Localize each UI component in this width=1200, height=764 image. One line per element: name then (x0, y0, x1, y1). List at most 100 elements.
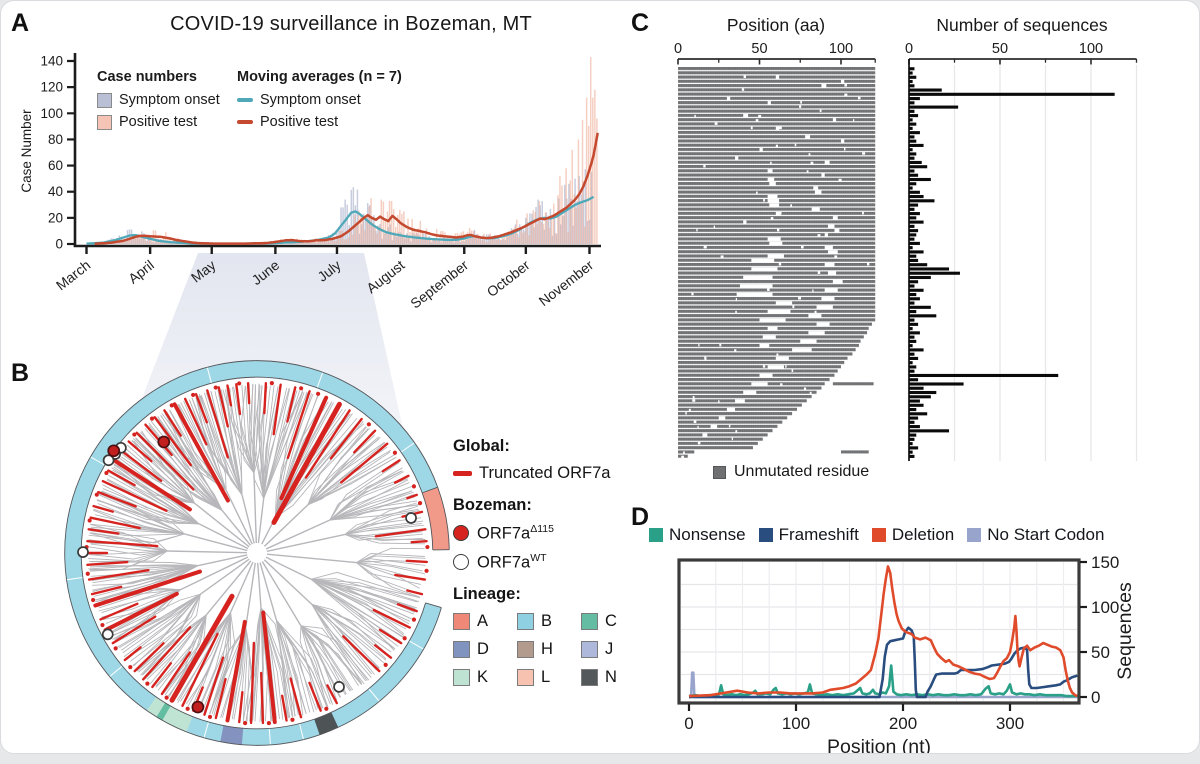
svg-text:50: 50 (751, 41, 767, 57)
lineage-label-J: J (605, 640, 614, 658)
lineage-swatch-N (581, 669, 598, 686)
deletion-label: Deletion (891, 525, 955, 544)
positive-test-bar-label: Positive test (119, 114, 198, 130)
moving-averages-header: Moving averages (n = 7) (237, 69, 402, 85)
svg-text:100: 100 (40, 106, 63, 121)
svg-text:20: 20 (48, 210, 63, 225)
lineage-item-J: J (581, 640, 645, 659)
lineage-item-B: B (517, 612, 581, 631)
svg-text:May: May (188, 257, 219, 286)
lineage-item-C: C (581, 612, 645, 631)
lineage-swatch-A (453, 613, 470, 630)
truncated-orf7a-swatch (453, 471, 472, 476)
nonsense-label: Nonsense (669, 525, 746, 544)
lineage-label-D: D (477, 640, 489, 658)
lineage-swatch-J (581, 641, 598, 658)
svg-text:August: August (363, 257, 407, 297)
lineage-item-A: A (453, 612, 517, 631)
lineage-label-A: A (477, 612, 489, 630)
svg-text:100: 100 (1091, 598, 1119, 617)
phylogenetic-tree (64, 360, 450, 746)
lineage-swatch-C (581, 613, 598, 630)
unmutated-residue-swatch (713, 465, 726, 479)
frameshift-swatch (758, 528, 773, 542)
svg-text:300: 300 (996, 714, 1024, 733)
panel-a-label: A (11, 9, 30, 37)
no-start-codon-label: No Start Codon (987, 525, 1105, 544)
svg-text:0: 0 (905, 41, 913, 57)
lineage-grid: A B C D H J K L N (453, 612, 653, 687)
lineage-label-B: B (541, 612, 553, 630)
positive-test-line-swatch (237, 120, 253, 124)
positive-test-line-label: Positive test (260, 114, 339, 130)
panel-d-legend: Nonsense Frameshift Deletion No Start Co… (649, 525, 1117, 545)
bozeman-header: Bozeman: (453, 496, 532, 514)
svg-text:140: 140 (40, 54, 63, 69)
lineage-swatch-B (517, 613, 534, 630)
lineage-label-N: N (605, 668, 617, 686)
global-header: Global: (453, 437, 510, 455)
orf7a-wt-marker (453, 553, 469, 570)
lineage-label-H: H (541, 640, 553, 658)
mutation-alignment-chart: 0 50 100 0 50 100 (674, 41, 1138, 461)
svg-text:100: 100 (1079, 41, 1103, 57)
svg-text:60: 60 (48, 158, 63, 173)
svg-text:120: 120 (40, 80, 63, 95)
svg-text:June: June (248, 257, 282, 288)
no-start-codon-swatch (967, 528, 982, 542)
orf7a-wt-label: ORF7aWT (477, 551, 547, 572)
svg-text:July: July (314, 257, 343, 285)
nonsense-swatch (649, 528, 663, 542)
svg-text:Case Number: Case Number (19, 109, 34, 193)
lineage-swatch-D (453, 641, 470, 658)
deletion-swatch (871, 528, 886, 542)
frameshift-label: Frameshift (778, 525, 859, 544)
svg-text:50: 50 (992, 41, 1008, 57)
panel-b-legend: Global: Truncated ORF7a Bozeman: ORF7aΔ1… (453, 437, 653, 687)
svg-text:0: 0 (684, 714, 693, 733)
panel-c-legend: Unmutated residue (713, 463, 869, 481)
svg-text:November: November (536, 257, 597, 310)
number-of-sequences-title: Number of sequences (936, 15, 1108, 35)
lineage-item-H: H (517, 640, 581, 659)
svg-text:40: 40 (48, 184, 63, 199)
svg-text:0: 0 (1091, 688, 1100, 707)
positive-test-bar-swatch (97, 114, 112, 130)
orf7a-del-marker (453, 525, 469, 542)
svg-text:Sequences: Sequences (1114, 582, 1136, 680)
svg-text:October: October (484, 257, 533, 300)
lineage-item-N: N (581, 668, 645, 687)
lineage-swatch-H (517, 641, 534, 658)
svg-text:150: 150 (1091, 553, 1119, 572)
svg-text:100: 100 (829, 41, 853, 57)
orf7a-del-label: ORF7aΔ115 (477, 523, 554, 543)
lineage-label-K: K (477, 668, 489, 686)
unmutated-residue-label: Unmutated residue (734, 463, 870, 480)
symptom-onset-bar-swatch (97, 92, 112, 108)
lineage-header: Lineage: (453, 585, 521, 603)
panel-b-label: B (11, 359, 30, 387)
panel-c-label: C (631, 9, 650, 37)
svg-text:April: April (125, 257, 157, 287)
svg-text:200: 200 (889, 714, 917, 733)
lineage-item-L: L (517, 668, 581, 687)
lineage-swatch-K (453, 669, 470, 686)
svg-text:March: March (53, 257, 94, 294)
lineage-label-C: C (605, 612, 617, 630)
svg-text:80: 80 (48, 132, 63, 147)
svg-text:Position (nt): Position (nt) (827, 736, 931, 754)
svg-text:0: 0 (674, 41, 682, 57)
panel-a-title: COVID-19 surveillance in Bozeman, MT (170, 13, 532, 35)
symptom-onset-bar-label: Symptom onset (119, 92, 220, 108)
svg-text:100: 100 (782, 714, 810, 733)
case-numbers-header: Case numbers (97, 69, 197, 85)
position-aa-title: Position (aa) (726, 15, 826, 35)
lineage-swatch-L (517, 669, 534, 686)
lineage-item-D: D (453, 640, 517, 659)
panel-d-label: D (631, 503, 650, 531)
svg-text:50: 50 (1091, 643, 1110, 662)
lineage-item-K: K (453, 668, 517, 687)
